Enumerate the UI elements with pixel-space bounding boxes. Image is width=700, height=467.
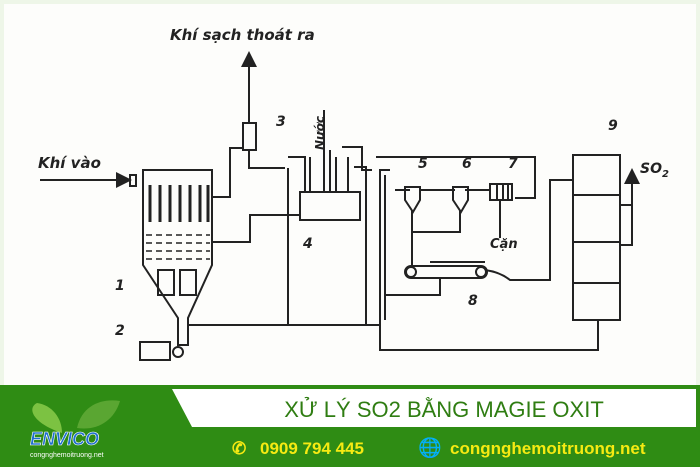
inlet-arrow bbox=[40, 172, 137, 188]
unit-3 bbox=[241, 51, 257, 151]
label-3: 3 bbox=[276, 114, 286, 130]
absorber-1 bbox=[142, 169, 213, 346]
label-2: 2 bbox=[115, 323, 125, 339]
pump-2 bbox=[139, 341, 184, 361]
svg-text:ENVICO: ENVICO bbox=[30, 429, 99, 449]
kiln-9 bbox=[572, 154, 621, 321]
title-box: XỬ LÝ SO2 BẰNG MAGIE OXIT bbox=[172, 389, 696, 427]
settler-5 bbox=[404, 186, 421, 214]
gas-in-label: Khí vào bbox=[38, 154, 101, 172]
banner-title: XỬ LÝ SO2 BẰNG MAGIE OXIT bbox=[284, 397, 604, 422]
footer-banner: ENVICO congnghemoitruong.net XỬ LÝ SO2 B… bbox=[0, 385, 700, 467]
tank-4 bbox=[299, 191, 361, 221]
clean-gas-out-label: Khí sạch thoát ra bbox=[170, 26, 315, 44]
label-8: 8 bbox=[468, 293, 478, 309]
label-9: 9 bbox=[608, 118, 618, 134]
phone-icon: ✆ bbox=[232, 439, 247, 458]
phone-number[interactable]: 0909 794 445 bbox=[260, 439, 364, 458]
svg-text:congnghemoitruong.net: congnghemoitruong.net bbox=[30, 452, 104, 459]
label-6: 6 bbox=[462, 156, 472, 172]
globe-icon: 🌐 bbox=[418, 438, 442, 459]
so2-label: SO2 bbox=[640, 161, 669, 180]
envico-logo: ENVICO congnghemoitruong.net bbox=[30, 400, 120, 459]
label-5: 5 bbox=[418, 156, 428, 172]
label-4: 4 bbox=[302, 236, 313, 252]
filter-7 bbox=[489, 183, 513, 201]
label-1: 1 bbox=[115, 278, 125, 294]
belt-dryer-8 bbox=[404, 261, 488, 279]
website-link[interactable]: congnghemoitruong.net bbox=[450, 439, 646, 458]
piping bbox=[188, 110, 640, 351]
label-7: 7 bbox=[508, 156, 518, 172]
residue-label: Cặn bbox=[490, 237, 518, 252]
process-diagram: Khí sạch thoát ra Khí vào Nước Cặn SO2 1… bbox=[38, 26, 669, 361]
settler-6 bbox=[452, 186, 469, 214]
